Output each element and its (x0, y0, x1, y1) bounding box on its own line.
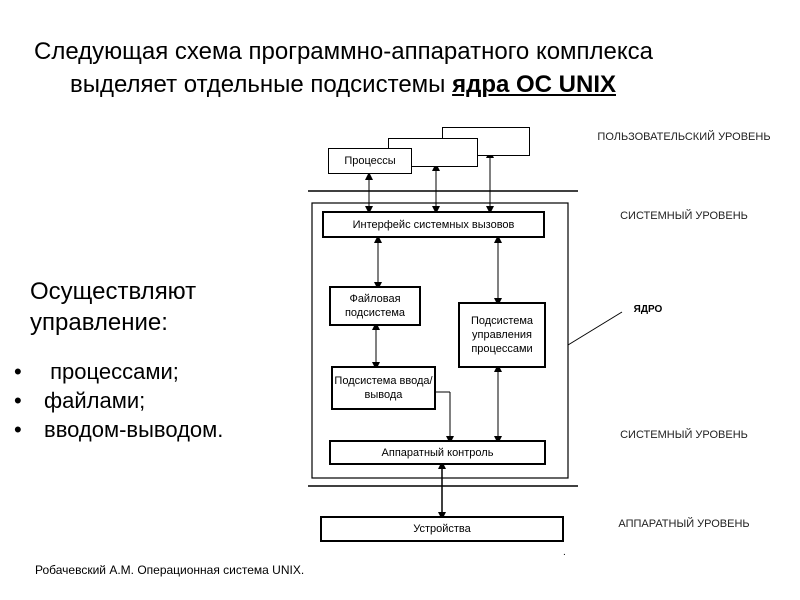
kernel-label: ЯДРО (633, 304, 663, 315)
system-level-label-top: СИСТЕМНЫЙ УРОВЕНЬ (620, 210, 748, 222)
source-citation: Робачевский А.М. Операционная система UN… (35, 563, 305, 577)
slide-title-line1: Следующая схема программно-аппаратного к… (34, 38, 654, 65)
manages-heading: Осуществляют управление: (30, 276, 196, 338)
process-control-box: Подсистема управления процессами (458, 302, 546, 368)
processes-box: Процессы (328, 148, 412, 174)
syscall-interface-box: Интерфейс системных вызовов (322, 211, 545, 238)
hardware-level-label: АППАРАТНЫЙ УРОВЕНЬ (618, 518, 750, 530)
managed-list: процессами; файлами; вводом-выводом. (14, 357, 223, 444)
devices-box: Устройства (320, 516, 564, 542)
title-prefix: выделяет отдельные подсистемы (70, 71, 453, 98)
hardware-control-box: Аппаратный контроль (329, 440, 546, 465)
decorative-dot: . (563, 547, 566, 558)
manages-heading-line1: Осуществляют (30, 278, 197, 305)
list-item: процессами; (14, 357, 223, 386)
list-item: вводом-выводом. (14, 415, 223, 444)
system-level-label-bottom: СИСТЕМНЫЙ УРОВЕНЬ (620, 429, 748, 441)
user-level-label: ПОЛЬЗОВАТЕЛЬСКИЙ УРОВЕНЬ (597, 131, 771, 143)
manages-heading-line2: управление: (30, 309, 168, 336)
slide-title-line2: выделяет отдельные подсистемы ядра ОС UN… (70, 71, 616, 99)
file-subsystem-box: Файловая подсистема (329, 286, 421, 326)
title-highlight: ядра ОС UNIX (452, 71, 616, 98)
kernel-pointer-line (567, 311, 623, 346)
io-subsystem-box: Подсистема ввода/вывода (331, 366, 436, 410)
list-item: файлами; (14, 386, 223, 415)
